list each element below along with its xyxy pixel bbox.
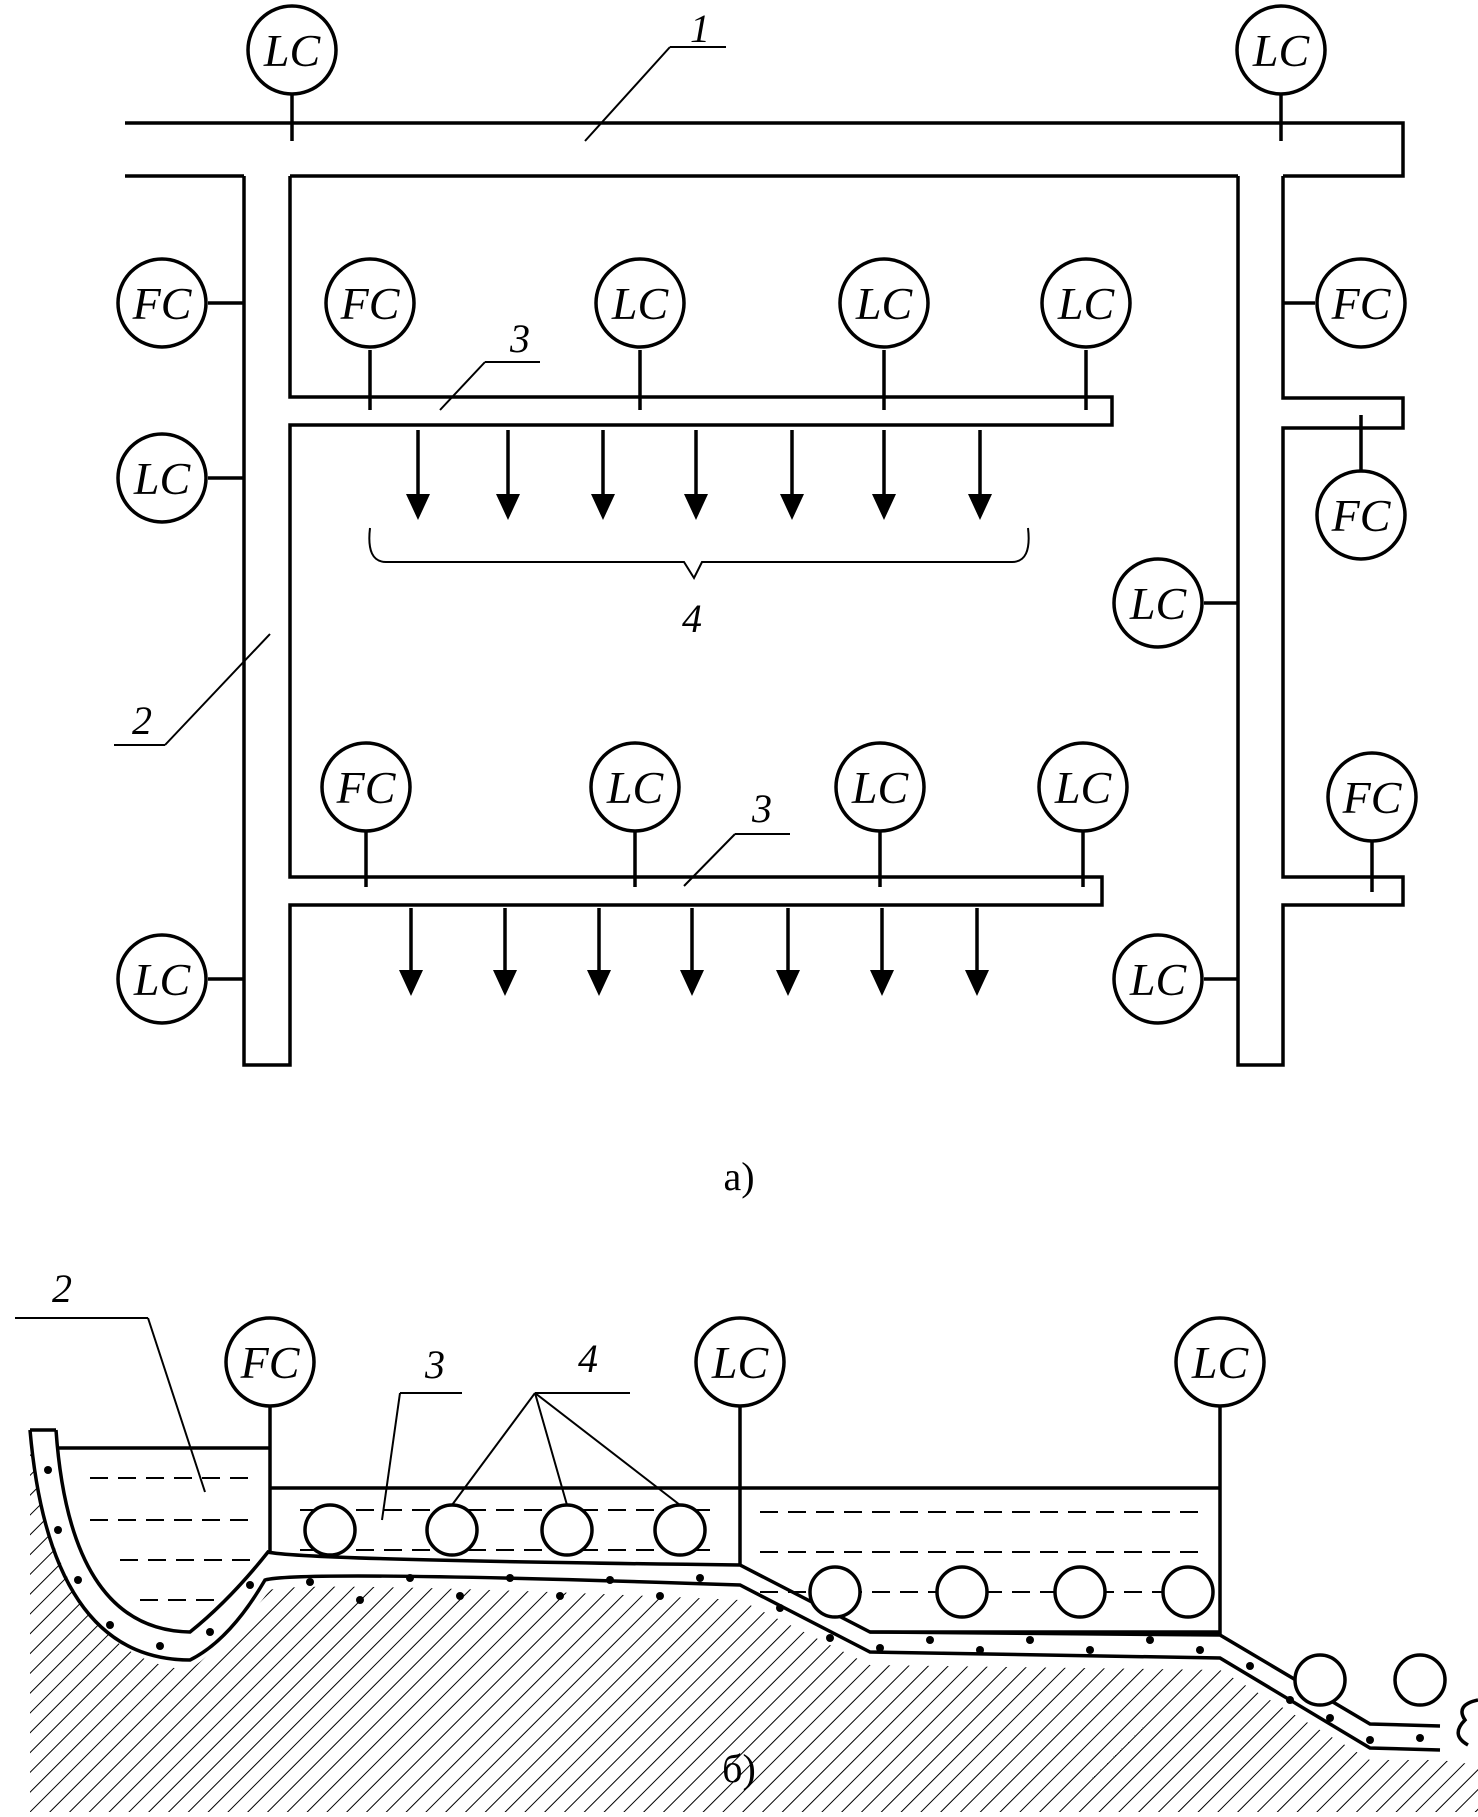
fc-label: FC xyxy=(132,278,193,329)
section-instrument-labels: FC LC LC xyxy=(240,1337,1250,1388)
lc-label: LC xyxy=(133,954,192,1005)
caption-a: а) xyxy=(723,1154,754,1199)
callout-4: 4 xyxy=(578,1336,598,1381)
lc-label: LC xyxy=(1191,1337,1250,1388)
section-instrument-circles xyxy=(224,1316,1266,1408)
lining-dots xyxy=(44,1466,1424,1744)
fc-label: FC xyxy=(240,1337,301,1388)
callout-2: 2 xyxy=(52,1266,72,1311)
fc-label: FC xyxy=(1331,490,1392,541)
callout-1: 1 xyxy=(690,6,710,51)
section-callout-numbers: 2 3 4 xyxy=(52,1266,598,1387)
lc-label: LC xyxy=(1129,578,1188,629)
lc-label: LC xyxy=(1057,278,1116,329)
fc-label: FC xyxy=(340,278,401,329)
callout-3: 3 xyxy=(751,786,772,831)
left-distribution-channel xyxy=(242,176,1114,1067)
lc-label: LC xyxy=(851,762,910,813)
lc-label: LC xyxy=(1129,954,1188,1005)
lc-label: LC xyxy=(606,762,665,813)
callout-3: 3 xyxy=(424,1342,445,1387)
lc-label: LC xyxy=(711,1337,770,1388)
section-callout-leaders xyxy=(15,1317,681,1521)
section-view: FC LC LC 2 3 4 б) xyxy=(15,1266,1478,1812)
lc-label: LC xyxy=(855,278,914,329)
fc-label: FC xyxy=(1331,278,1392,329)
fc-label: FC xyxy=(336,762,397,813)
right-distribution-channel xyxy=(1236,176,1405,1067)
callout-leaders xyxy=(114,46,790,887)
outlet-arrows-row-1 xyxy=(406,430,992,520)
lc-label: LC xyxy=(611,278,670,329)
outlets-brace xyxy=(368,527,1030,581)
lc-label: LC xyxy=(1054,762,1113,813)
caption-b: б) xyxy=(722,1746,756,1791)
lc-label: LC xyxy=(1252,25,1311,76)
instrument-labels: LC LC FC LC LC FC LC LC LC FC LC LC LC F… xyxy=(132,25,1403,1005)
fc-label: FC xyxy=(1342,772,1403,823)
instrument-leaders xyxy=(208,90,1374,981)
pipes xyxy=(303,1503,1447,1707)
lc-label: LC xyxy=(263,25,322,76)
callout-2: 2 xyxy=(132,698,152,743)
channel-lining xyxy=(28,1405,1478,1752)
plan-view: LC LC FC LC LC FC LC LC LC FC LC LC LC F… xyxy=(114,4,1418,1199)
callout-4: 4 xyxy=(682,596,702,641)
lc-label: LC xyxy=(133,453,192,504)
callout-numbers: 1 3 4 2 3 xyxy=(132,6,772,831)
callout-3: 3 xyxy=(509,316,530,361)
instrument-circles xyxy=(116,4,1418,1025)
outlet-arrows-row-2 xyxy=(399,908,989,996)
main-channel xyxy=(125,121,1405,178)
ground-hatching xyxy=(30,1440,1478,1812)
